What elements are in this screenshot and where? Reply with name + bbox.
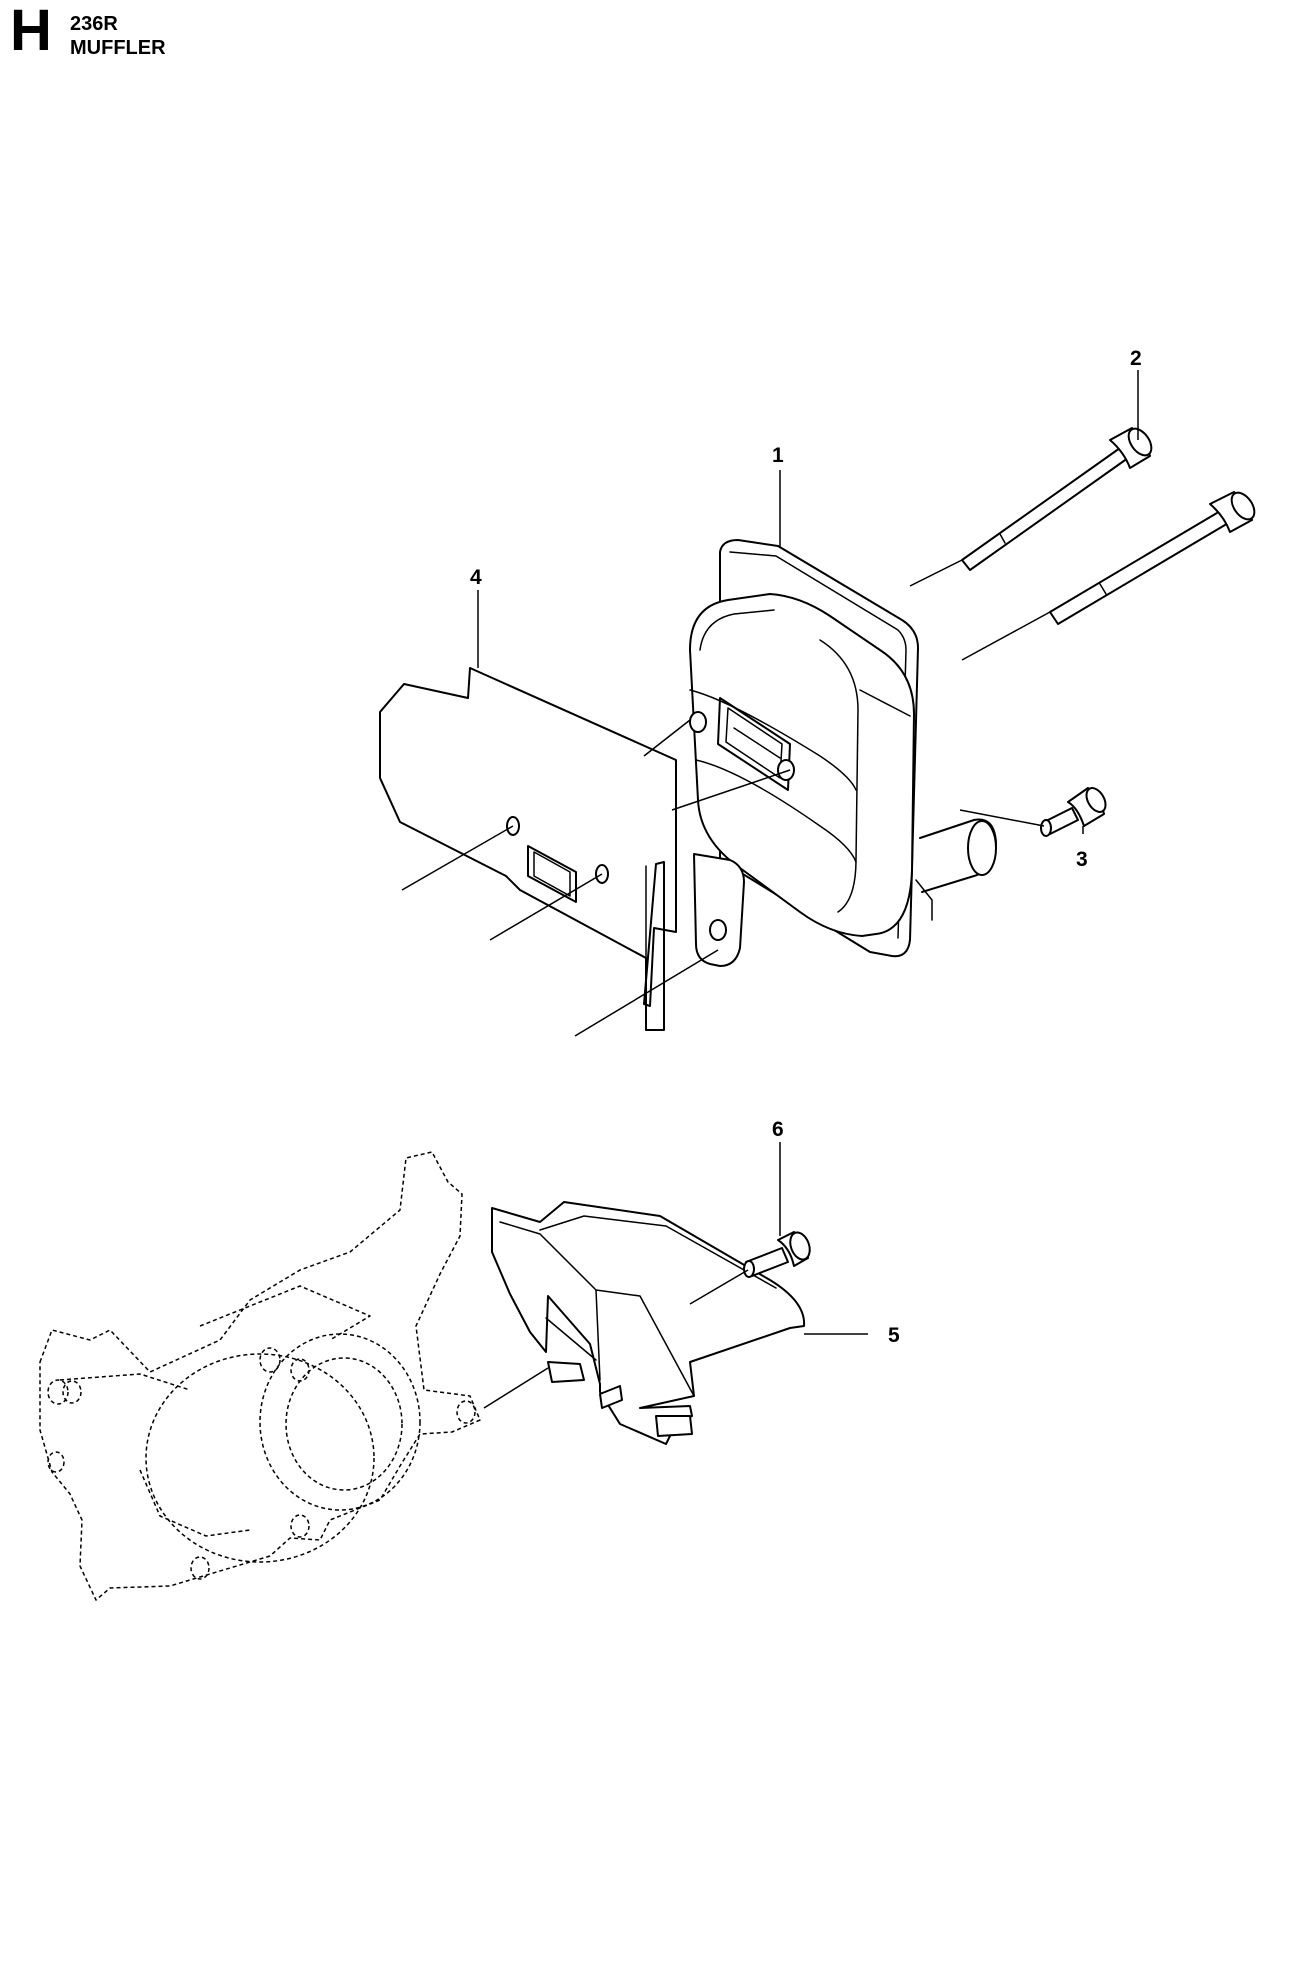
long-bolt-icon[interactable] xyxy=(961,425,1259,625)
callout-lines xyxy=(477,370,1139,1335)
muffler-icon[interactable] xyxy=(689,539,997,967)
short-screw-icon[interactable] xyxy=(1040,785,1109,837)
assembly-lines xyxy=(401,559,1051,1409)
muffler-guard-icon[interactable] xyxy=(491,1201,806,1445)
callout-5: 5 xyxy=(888,1324,900,1347)
callout-3: 3 xyxy=(1076,848,1088,871)
callout-1: 1 xyxy=(772,444,784,467)
callout-labels: 1 2 3 4 5 6 xyxy=(470,347,1142,1347)
callout-6: 6 xyxy=(772,1118,784,1141)
section-title: MUFFLER xyxy=(70,37,166,59)
heat-shield-plate-icon[interactable] xyxy=(379,667,677,1031)
model-number: 236R xyxy=(70,13,118,35)
crankcase-icon xyxy=(39,1151,481,1601)
section-letter: H xyxy=(10,0,52,63)
callout-2: 2 xyxy=(1130,347,1142,370)
guard-screw-icon[interactable] xyxy=(743,1230,813,1278)
callout-4: 4 xyxy=(470,566,482,589)
